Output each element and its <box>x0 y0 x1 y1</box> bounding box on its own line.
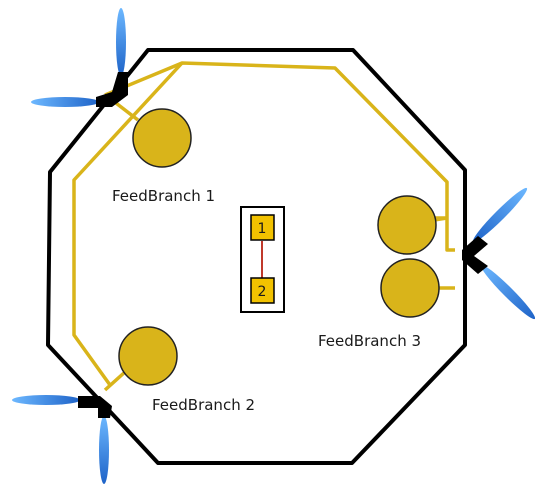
feed-line <box>104 61 455 252</box>
feed-line-left <box>72 61 184 387</box>
propeller-icon <box>462 187 535 320</box>
node-1 <box>250 214 275 241</box>
feed-stub-2 <box>103 370 127 392</box>
feedbranch-1-label: FeedBranch 1 <box>112 187 215 205</box>
feed-circle-3a <box>377 195 437 255</box>
node-2 <box>250 277 275 304</box>
feedbranch-2-label: FeedBranch 2 <box>152 396 255 414</box>
propeller-icon <box>31 8 128 107</box>
octagon-outline <box>46 48 467 465</box>
propeller-icon <box>12 395 112 484</box>
node-1-label: 1 <box>258 221 267 237</box>
node-2-label: 2 <box>258 284 267 300</box>
feedbranch-3-label: FeedBranch 3 <box>318 332 421 350</box>
feed-circle-3b <box>380 258 440 318</box>
feed-circle-1 <box>132 108 192 168</box>
feed-circle-2 <box>118 326 178 386</box>
